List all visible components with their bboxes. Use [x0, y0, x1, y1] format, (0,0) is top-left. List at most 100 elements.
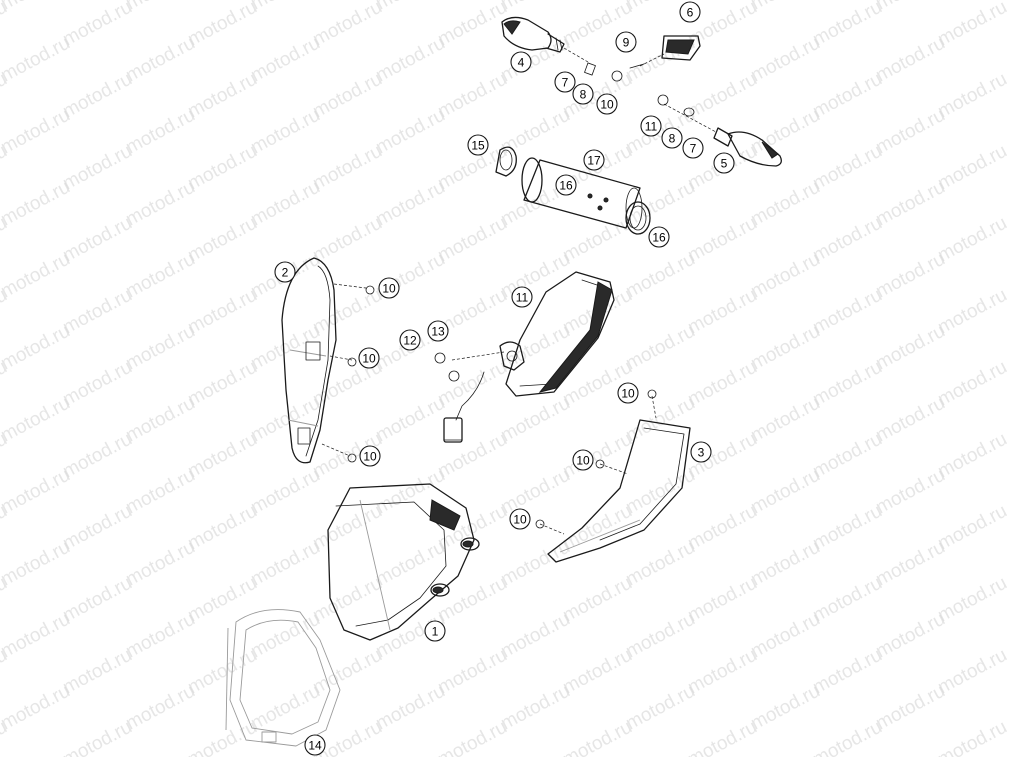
watermark-text: motod.ru [309, 501, 385, 555]
watermark-text: motod.ru [309, 213, 385, 267]
watermark-text: motod.ru [559, 501, 635, 555]
watermark-text: motod.ru [184, 573, 260, 627]
watermark-text: motod.ru [434, 69, 510, 123]
callout-number: 15 [471, 139, 485, 153]
callout-number: 2 [282, 266, 289, 280]
watermark-text: motod.ru [872, 249, 948, 303]
callout-circle [511, 286, 533, 308]
callout-number: 17 [587, 154, 601, 168]
callout-15: 15 [467, 134, 489, 156]
watermark-text: motod.ru [622, 465, 698, 519]
watermark-text: motod.ru [809, 213, 885, 267]
watermark-text: motod.ru [684, 285, 760, 339]
watermark-text: motod.ru [0, 465, 74, 519]
callout-circle [661, 127, 683, 149]
watermark-text: motod.ru [122, 537, 198, 591]
watermark-text: motod.ru [747, 249, 823, 303]
callout-8: 8 [661, 127, 683, 149]
watermark-text: motod.ru [0, 537, 74, 591]
callout-number: 1 [432, 625, 439, 639]
watermark-text: motod.ru [872, 321, 948, 375]
watermark-text: motod.ru [622, 321, 698, 375]
callout-10: 10 [572, 449, 594, 471]
watermark-text: motod.ru [809, 501, 885, 555]
watermark-text: motod.ru [247, 681, 323, 735]
watermark-text: motod.ru [497, 609, 573, 663]
callout-3: 3 [690, 441, 712, 463]
callout-number: 7 [562, 76, 569, 90]
watermark-text: motod.ru [497, 465, 573, 519]
watermark-text: motod.ru [184, 501, 260, 555]
watermark-text: motod.ru [622, 681, 698, 735]
callout-circle [640, 115, 662, 137]
callout-12: 12 [399, 329, 421, 351]
watermark-text: motod.ru [934, 141, 1009, 195]
callout-9: 9 [615, 31, 637, 53]
watermark-text: motod.ru [372, 537, 448, 591]
watermark-text: motod.ru [247, 105, 323, 159]
watermark-text: motod.ru [872, 393, 948, 447]
watermark-text: motod.ru [747, 321, 823, 375]
watermark-text: motod.ru [747, 393, 823, 447]
watermark-text: motod.ru [934, 213, 1009, 267]
watermark-text: motod.ru [684, 717, 760, 757]
watermark-text: motod.ru [559, 717, 635, 757]
watermark-text: motod.ru [184, 357, 260, 411]
watermark-text: motod.ru [934, 573, 1009, 627]
watermark-text: motod.ru [872, 33, 948, 87]
watermark-text: motod.ru [872, 537, 948, 591]
callout-10: 10 [596, 93, 618, 115]
watermark-text: motod.ru [59, 645, 135, 699]
callout-10: 10 [509, 508, 531, 530]
callout-11: 11 [511, 286, 533, 308]
watermark-text: motod.ru [684, 69, 760, 123]
bracket-6 [629, 35, 701, 69]
callout-layer: 1234567788910101010101010111112131415161… [274, 1, 735, 756]
watermark-text: motod.ru [809, 0, 885, 50]
callout-circle [682, 137, 704, 159]
watermark-text: motod.ru [809, 285, 885, 339]
watermark-text: motod.ru [934, 717, 1009, 757]
watermark-text: motod.ru [434, 213, 510, 267]
watermark-text: motod.ru [59, 357, 135, 411]
watermark-text: motod.ru [184, 429, 260, 483]
watermark-text: motod.ru [372, 393, 448, 447]
callout-number: 13 [431, 325, 445, 339]
watermark-text: motod.ru [184, 717, 260, 757]
watermark-text: motod.ru [372, 681, 448, 735]
watermark-text: motod.ru [747, 177, 823, 231]
watermark-text: motod.ru [684, 573, 760, 627]
watermark-text: motod.ru [59, 285, 135, 339]
callout-7: 7 [682, 137, 704, 159]
watermark-text: motod.ru [59, 69, 135, 123]
watermark-text: motod.ru [0, 321, 74, 375]
callout-circle [572, 83, 594, 105]
watermark-text: motod.ru [747, 609, 823, 663]
watermark-text: motod.ru [747, 105, 823, 159]
callout-number: 16 [559, 179, 573, 193]
callout-circle [510, 51, 532, 73]
callout-number: 7 [690, 142, 697, 156]
watermark-text: motod.ru [0, 33, 74, 87]
watermark-text: motod.ru [309, 285, 385, 339]
watermark-text: motod.ru [372, 177, 448, 231]
watermark-text: motod.ru [497, 105, 573, 159]
callout-circle [424, 620, 446, 642]
watermark-text: motod.ru [872, 105, 948, 159]
callout-14: 14 [304, 734, 326, 756]
watermark-text: motod.ru [247, 537, 323, 591]
watermark-text: motod.ru [934, 645, 1009, 699]
callout-number: 10 [363, 450, 377, 464]
watermark-text: motod.ru [434, 0, 510, 50]
watermark-text: motod.ru [809, 717, 885, 757]
callout-circle [274, 261, 296, 283]
callout-number: 11 [516, 291, 529, 305]
callout-number: 10 [576, 454, 590, 468]
turn-signal-left [501, 16, 623, 82]
callout-circle [713, 152, 735, 174]
callout-circle [467, 134, 489, 156]
callout-5: 5 [713, 152, 735, 174]
watermark-text: motod.ru [247, 465, 323, 519]
callout-16: 16 [648, 226, 670, 248]
watermark-text: motod.ru [497, 537, 573, 591]
